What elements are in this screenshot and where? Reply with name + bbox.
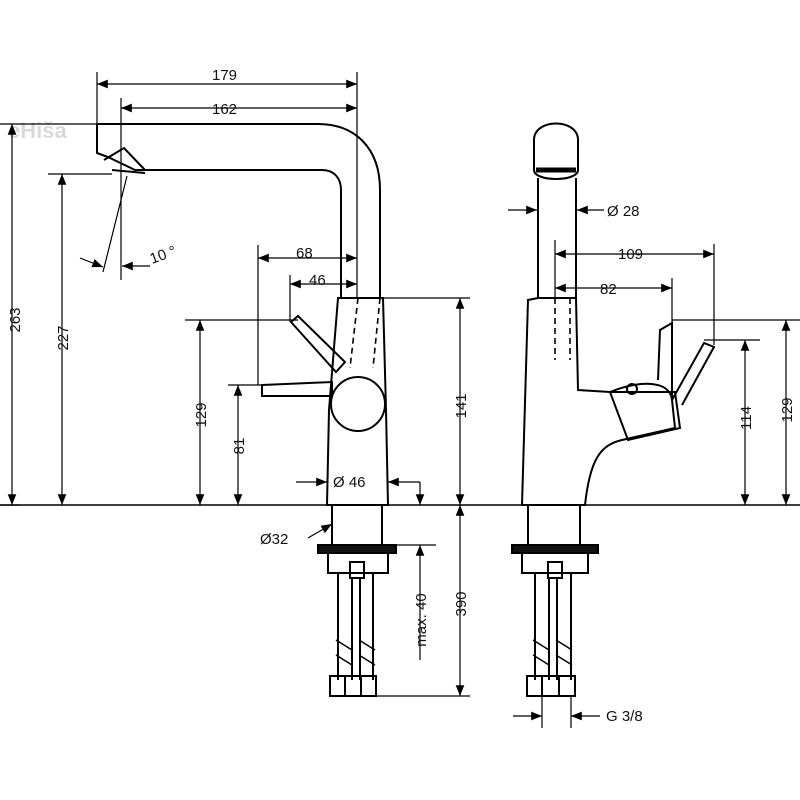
lever-upper [657, 321, 673, 400]
lever-pivot [626, 383, 638, 395]
lever-upper-handle [289, 314, 347, 374]
dim-109-label: 109 [618, 246, 643, 263]
dim-d32-label: Ø32 [260, 531, 288, 548]
mounting-bolt [349, 561, 365, 579]
spout-top-edge [97, 123, 381, 298]
hose-braid-marks [532, 639, 573, 666]
mounting-nut [327, 552, 389, 574]
dim-179-label: 179 [212, 67, 237, 84]
dim-114-label: 114 [738, 406, 755, 430]
watermark-text: eHiša [8, 118, 67, 143]
lever-hub [330, 376, 386, 432]
fitting-divider [344, 676, 362, 696]
dim-d28-label: Ø 28 [607, 203, 640, 220]
supply-hoses [337, 573, 374, 680]
dim-263-label: 263 [7, 307, 24, 332]
lever-housing [608, 391, 682, 442]
lever-tip [671, 341, 716, 406]
dim-141-label: 141 [453, 393, 470, 418]
front-view-faucet [511, 122, 716, 697]
hose-braid-marks [335, 639, 376, 666]
shank [527, 505, 581, 546]
front-view-dimensions [508, 205, 800, 728]
faucet-body [520, 297, 677, 506]
dim-390-label: 390 [453, 591, 470, 616]
aerator-outline [103, 146, 146, 171]
dim-46-label: 46 [309, 272, 326, 289]
lever-lower-handle [261, 380, 333, 397]
dim-g38-label: G 3/8 [606, 708, 643, 725]
dim-162-label: 162 [212, 101, 237, 118]
cartridge-hidden-line [554, 298, 571, 360]
shank [331, 505, 383, 546]
dim-81-label: 81 [231, 438, 248, 455]
side-view-dimensions [0, 72, 470, 697]
dim-129-label: 129 [779, 397, 796, 422]
dim-angle-label: 10 ° [148, 243, 179, 268]
supply-hoses [534, 573, 572, 680]
spout-column [537, 178, 577, 298]
mounting-bolt [547, 561, 563, 579]
dim-d46-label: Ø 46 [333, 474, 366, 491]
mounting-nut [521, 552, 589, 574]
dim-82-label: 82 [600, 281, 617, 298]
spout-bottom-edge [96, 124, 342, 298]
side-view-faucet [96, 123, 397, 697]
dim-68-label: 68 [296, 245, 313, 262]
mounting-plate [317, 544, 397, 554]
cartridge-hidden-line [349, 297, 381, 369]
dim-129-label: 129 [193, 402, 210, 427]
fitting-divider [541, 676, 560, 696]
dim-227-label: 227 [55, 325, 72, 350]
aerator-tip [111, 169, 146, 174]
dim-max40-label: max. 40 [413, 593, 430, 646]
mounting-plate [511, 544, 599, 554]
spout-head [533, 122, 579, 180]
